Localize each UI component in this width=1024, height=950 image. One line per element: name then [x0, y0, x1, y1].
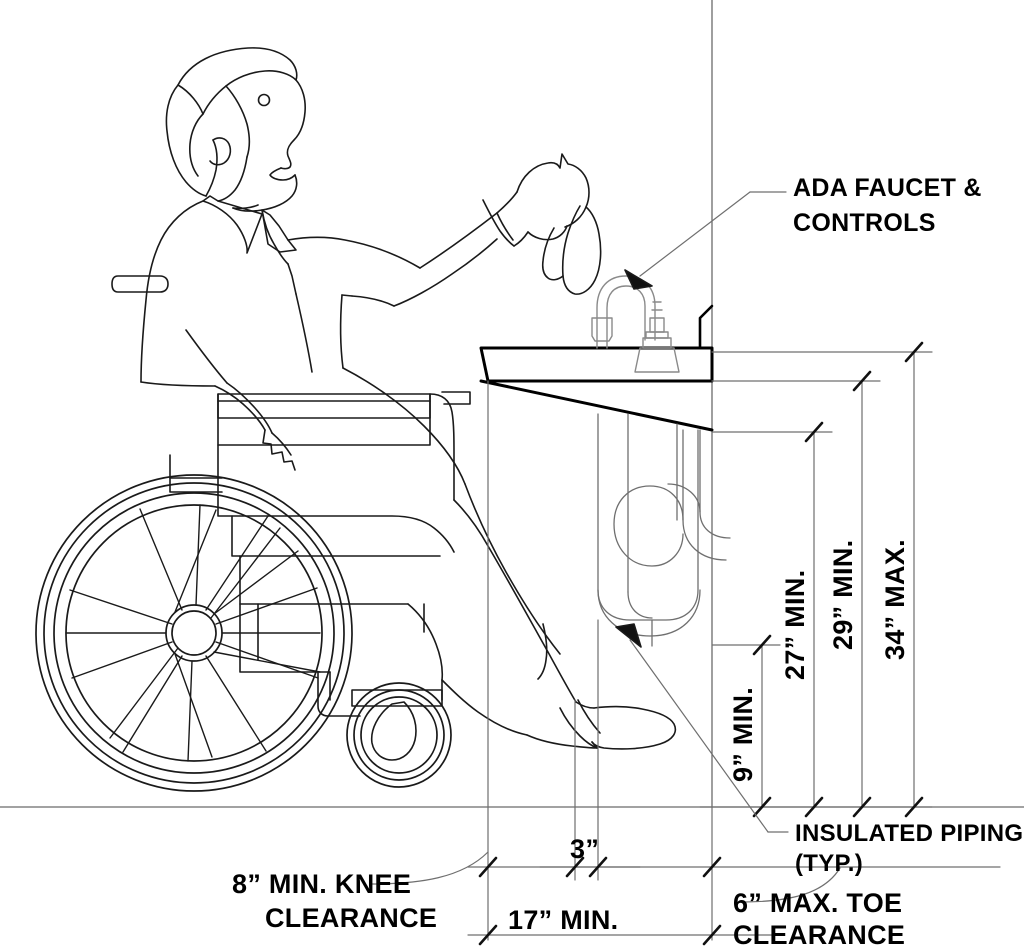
dim-label-apron-clearance: 29” MIN. [828, 540, 858, 650]
dim-label-knee-clearance: 27” MIN. [780, 570, 810, 680]
knee-clearance-note-line-2: CLEARANCE [265, 903, 437, 933]
ada-faucet [591, 275, 680, 373]
dim-label-toe-depth: 3” [570, 834, 599, 864]
person-torso [140, 200, 421, 387]
leader-piping [629, 639, 769, 833]
dim-label-toe-height: 9” MIN. [728, 687, 758, 782]
person-legs [342, 367, 677, 750]
faucet-note-line-2: CONTROLS [793, 209, 936, 237]
wheelchair-rear-wheel [35, 474, 353, 792]
dimension-lines-horizontal [369, 380, 1001, 941]
person-collar [202, 156, 297, 295]
leader-arrowheads [615, 269, 653, 648]
insulated-piping [597, 429, 731, 637]
person-hand-with-cloth [516, 153, 602, 295]
person-hand-on-wheel [214, 382, 296, 471]
dim-label-knee-depth: 17” MIN. [508, 905, 618, 935]
person-raised-arm [393, 191, 529, 307]
toe-clearance-note-line-2: CLEARANCE [733, 920, 905, 950]
piping-note-line-2: (TYP.) [795, 850, 863, 877]
toe-clearance-note-line-1: 6” MAX. TOE [733, 888, 902, 918]
leader-lines [629, 191, 789, 833]
dimension-lines-vertical [699, 351, 933, 808]
wheelchair-caster-wheel [346, 679, 452, 788]
person-head [165, 47, 306, 212]
knee-clearance-note-line-1: 8” MIN. KNEE [232, 869, 411, 899]
dimension-ticks-horizontal [478, 856, 722, 946]
leader-faucet [639, 191, 751, 277]
faucet-note-line-1: ADA FAUCET & [793, 174, 982, 202]
dim-label-counter-height: 34” MAX. [880, 539, 910, 660]
piping-note-line-1: INSULATED PIPING [795, 820, 1023, 847]
dimension-ticks-vertical [752, 341, 924, 818]
